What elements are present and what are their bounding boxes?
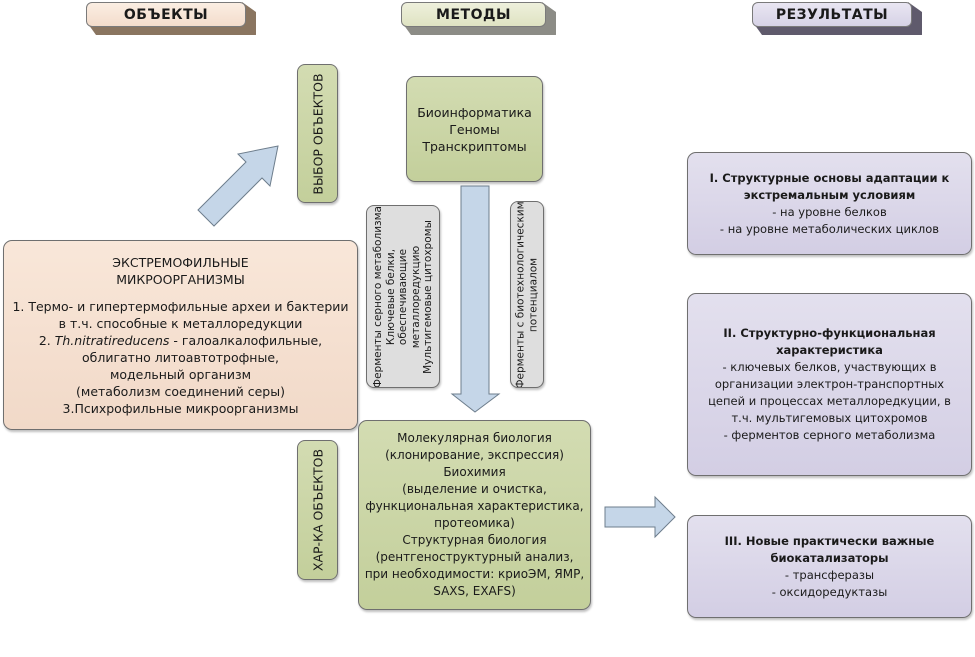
result-2-box: II. Структурно-функциональная характерис…	[687, 293, 972, 476]
target-line: обеспечивающие	[396, 248, 409, 345]
objects-item-2-rest: - галоалкалофильные,	[169, 332, 323, 348]
extremophiles-box: ЭКСТРЕМОФИЛЬНЫЕ МИКРООРГАНИЗМЫ 1. Термо-…	[3, 240, 358, 430]
bioinformatics-box: Биоинформатика Геномы Транскриптомы	[406, 76, 543, 182]
biotech-enzymes-text: Ферменты с биотехнологическим потенциало…	[514, 201, 540, 388]
bioinformatics-line: Транскриптомы	[422, 138, 527, 154]
methods-line: функциональная характеристика,	[365, 499, 584, 513]
bioinformatics-line: Биоинформатика	[417, 104, 532, 120]
header-objects: ОБЪЕКТЫ	[86, 2, 256, 35]
result-1-item: - на уровне белков	[772, 204, 887, 219]
methods-line: при необходимости: криоЭМ, ЯМР,	[364, 567, 585, 581]
biotech-line: потенциалом	[527, 257, 539, 332]
header-results-label: РЕЗУЛЬТАТЫ	[752, 2, 912, 27]
selection-label: ВЫБОР ОБЪЕКТОВ	[310, 72, 325, 195]
target-proteins-box: Ферменты серного метаболизма Ключевые бе…	[366, 205, 440, 388]
result-3-item: - оксидоредуктазы	[771, 584, 888, 599]
result-1-title: экстремальным условиям	[743, 187, 916, 202]
methods-line: протеомика)	[434, 516, 515, 530]
result-1-box: I. Структурные основы адаптации к экстре…	[687, 152, 972, 255]
result-3-title: биокатализаторы	[770, 550, 889, 565]
result-2-title: II. Структурно-функциональная	[723, 326, 936, 340]
objects-title-line: МИКРООРГАНИЗМЫ	[116, 271, 245, 287]
result-3-item: - трансферазы	[784, 567, 875, 582]
methods-line: (рентгеноструктурный анализ,	[375, 550, 574, 564]
result-2-item: организации электрон-транспортных	[714, 377, 945, 391]
arrow-up-right-icon	[197, 145, 279, 227]
header-results: РЕЗУЛЬТАТЫ	[752, 2, 922, 35]
biotech-line: Ферменты с биотехнологическим	[514, 201, 527, 388]
bioinformatics-line: Геномы	[449, 121, 500, 137]
methods-line: Молекулярная биология	[397, 431, 552, 445]
header-methods-label: МЕТОДЫ	[401, 2, 546, 27]
result-2-item: цепей и процессах металлоредкуции, в	[708, 394, 951, 408]
methods-line: Биохимия	[443, 465, 506, 479]
objects-title-line: ЭКСТРЕМОФИЛЬНЫЕ	[112, 254, 249, 270]
target-line: металлоредукцию	[409, 245, 422, 348]
objects-item-1: в т.ч. способные к металлоредукции	[58, 315, 303, 331]
result-3-title: III. Новые практически важные	[724, 533, 935, 548]
characterization-label-box: ХАР-КА ОБЪЕКТОВ	[297, 440, 338, 580]
target-line: Мультигемовые цитохромы	[421, 219, 434, 374]
result-2-title: характеристика	[776, 343, 883, 357]
target-line: Ферменты серного метаболизма	[371, 205, 384, 388]
result-2-item: - ферментов серного метаболизма	[723, 428, 936, 442]
characterization-label: ХАР-КА ОБЪЕКТОВ	[310, 448, 325, 572]
objects-item-3: 3.Психрофильные микроорганизмы	[62, 400, 299, 416]
target-proteins-text: Ферменты серного метаболизма Ключевые бе…	[371, 205, 435, 388]
biotech-enzymes-box: Ферменты с биотехнологическим потенциало…	[510, 201, 544, 388]
header-methods: МЕТОДЫ	[401, 2, 556, 35]
selection-label-box: ВЫБОР ОБЪЕКТОВ	[297, 64, 338, 203]
result-1-item: - на уровне метаболических циклов	[719, 221, 940, 236]
objects-item-2: (метаболизм соединений серы)	[76, 383, 285, 399]
methods-line: Структурная биология	[402, 533, 547, 547]
objects-item-2: 2. Th.nitratireducens - галоалкалофильны…	[39, 332, 322, 349]
target-line: Ключевые белки,	[384, 248, 397, 345]
methods-line: SAXS, EXAFS)	[433, 584, 516, 598]
result-1-title: I. Структурные основы адаптации к	[709, 170, 950, 185]
methods-line: (клонирование, экспрессия)	[385, 448, 564, 462]
methods-box: Молекулярная биология (клонирование, экс…	[358, 420, 591, 610]
objects-item-2: облигатно литоавтотрофные,	[81, 349, 280, 365]
objects-item-1: 1. Термо- и гипертермофильные археи и ба…	[12, 298, 349, 314]
arrow-right-icon	[604, 495, 676, 539]
objects-item-2: модельный организм	[109, 366, 252, 382]
arrow-down-icon	[450, 185, 501, 413]
methods-line: (выделение и очистка,	[402, 482, 547, 496]
species-name: Th.nitratireducens	[54, 332, 170, 348]
header-objects-label: ОБЪЕКТЫ	[86, 2, 246, 27]
result-3-box: III. Новые практически важные биокатализ…	[687, 515, 972, 618]
objects-item-2-prefix: 2.	[38, 332, 55, 348]
result-2-item: - ключевых белков, участвующих в	[722, 360, 937, 374]
result-2-item: т.ч. мультигемовых цитохромов	[731, 411, 928, 425]
